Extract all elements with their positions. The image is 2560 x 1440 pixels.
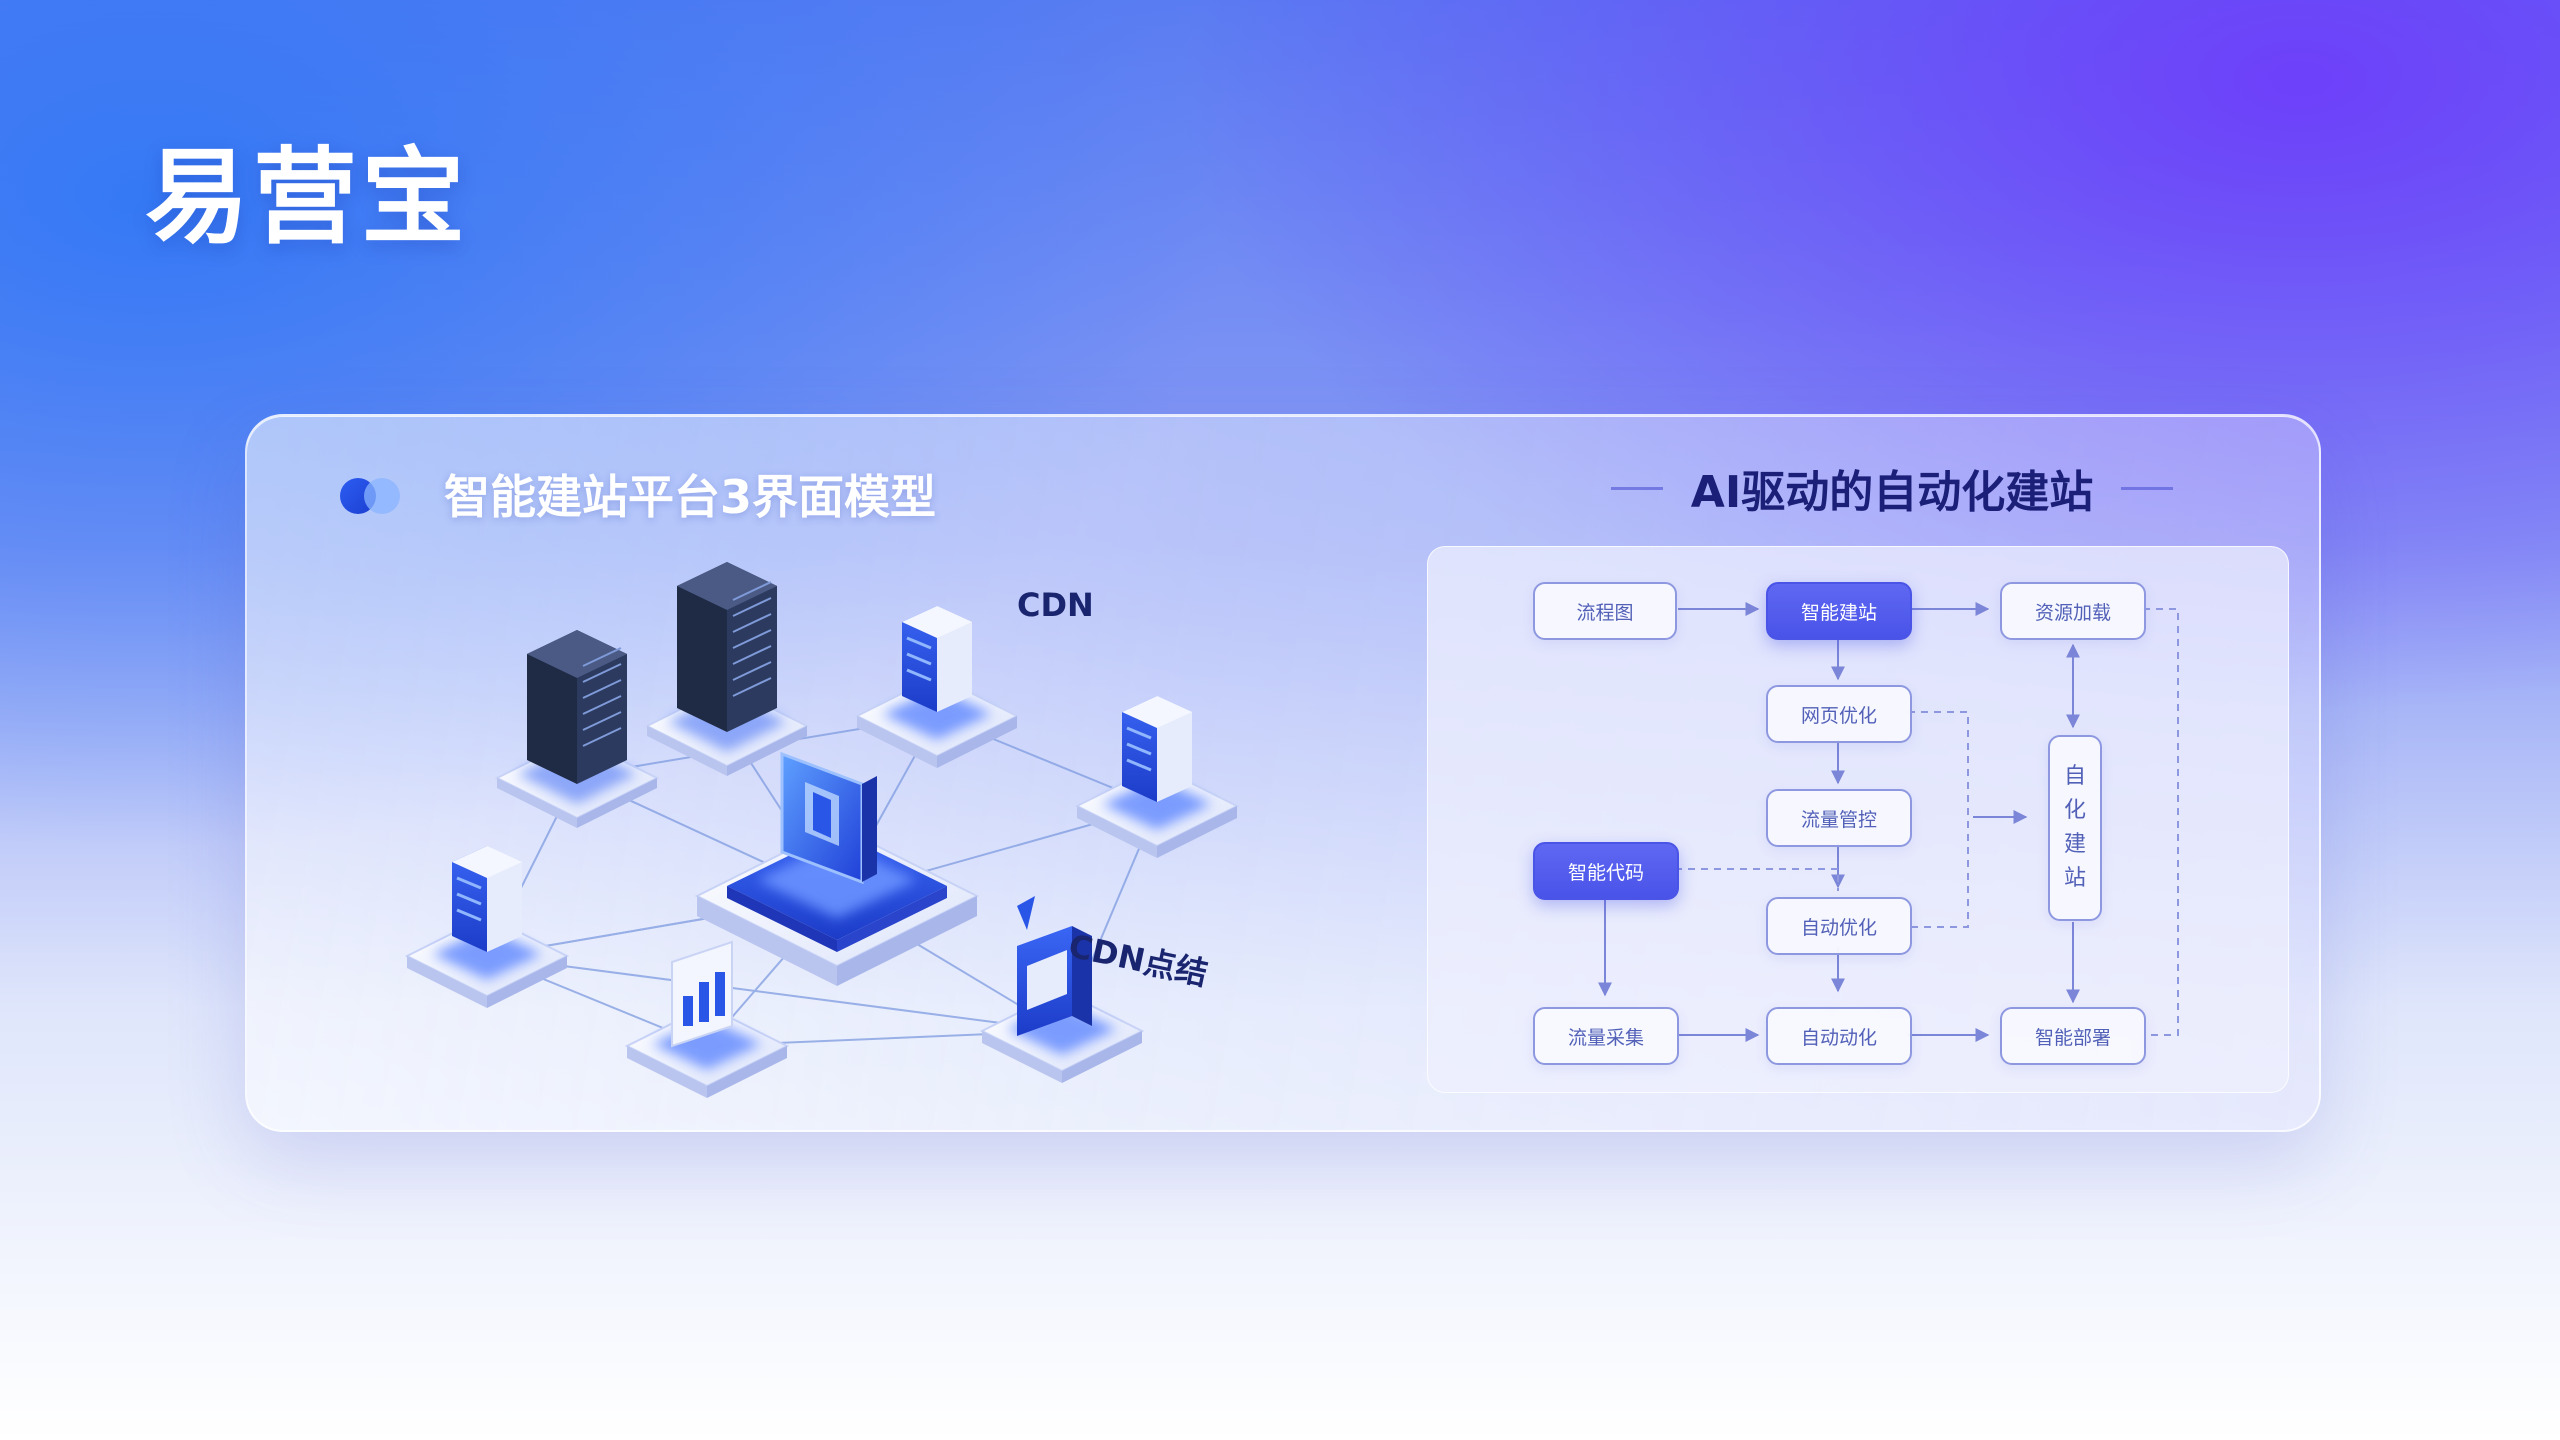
- flow-box-smart-build[interactable]: 智能建站: [1766, 582, 1912, 640]
- feature-panel: 智能建站平台3界面模型: [245, 414, 2321, 1132]
- cdn-edge-node: [979, 896, 1145, 1083]
- flow-diagram: 流程图 智能建站 资源加载 网页优化 流量管控 智能代码 自动优化 流量采集 自…: [1427, 546, 2289, 1093]
- panel-title: 智能建站平台3界面模型: [444, 470, 937, 524]
- flow-heading: AI驱动的自动化建站: [1572, 456, 2212, 520]
- cdn-server-node-top: [854, 606, 1020, 768]
- flow-box-auto-build-vertical[interactable]: 自 化 建 站: [2048, 735, 2102, 921]
- flow-box-flowchart[interactable]: 流程图: [1533, 582, 1677, 640]
- brand-title: 易营宝: [145, 136, 470, 258]
- chart-node: [624, 940, 790, 1098]
- flow-box-smart-code[interactable]: 智能代码: [1533, 842, 1679, 900]
- vertical-char-2: 化: [2063, 798, 2086, 823]
- flow-box-traffic-control[interactable]: 流量管控: [1766, 789, 1912, 847]
- panel-logo-icon: [340, 478, 400, 514]
- dark-server-node-2: [644, 562, 810, 776]
- cdn-label: CDN: [1017, 586, 1094, 624]
- heading-rule-left: [1610, 486, 1663, 490]
- server-node-left: [404, 846, 570, 1008]
- flow-connectors: [1598, 602, 2179, 1042]
- vertical-char-1: 自: [2063, 764, 2086, 789]
- heading-rule-right: [2121, 486, 2174, 490]
- flow-box-web-optimize[interactable]: 网页优化: [1766, 685, 1912, 743]
- dark-server-node-1: [494, 630, 660, 828]
- network-illustration: CDN: [404, 562, 1240, 1098]
- vertical-char-4: 站: [2063, 866, 2086, 891]
- flow-box-smart-deploy[interactable]: 智能部署: [2000, 1007, 2146, 1065]
- flow-box-traffic-collect[interactable]: 流量采集: [1533, 1007, 1679, 1065]
- vertical-char-3: 建: [2063, 832, 2086, 857]
- flow-heading-text: AI驱动的自动化建站: [1690, 467, 2094, 518]
- flow-box-automation[interactable]: 自动动化: [1766, 1007, 1912, 1065]
- central-hub-node: [694, 751, 980, 986]
- flow-box-auto-optimize[interactable]: 自动优化: [1766, 897, 1912, 955]
- flow-box-resource-load[interactable]: 资源加载: [2000, 582, 2146, 640]
- server-node-right: [1074, 696, 1240, 858]
